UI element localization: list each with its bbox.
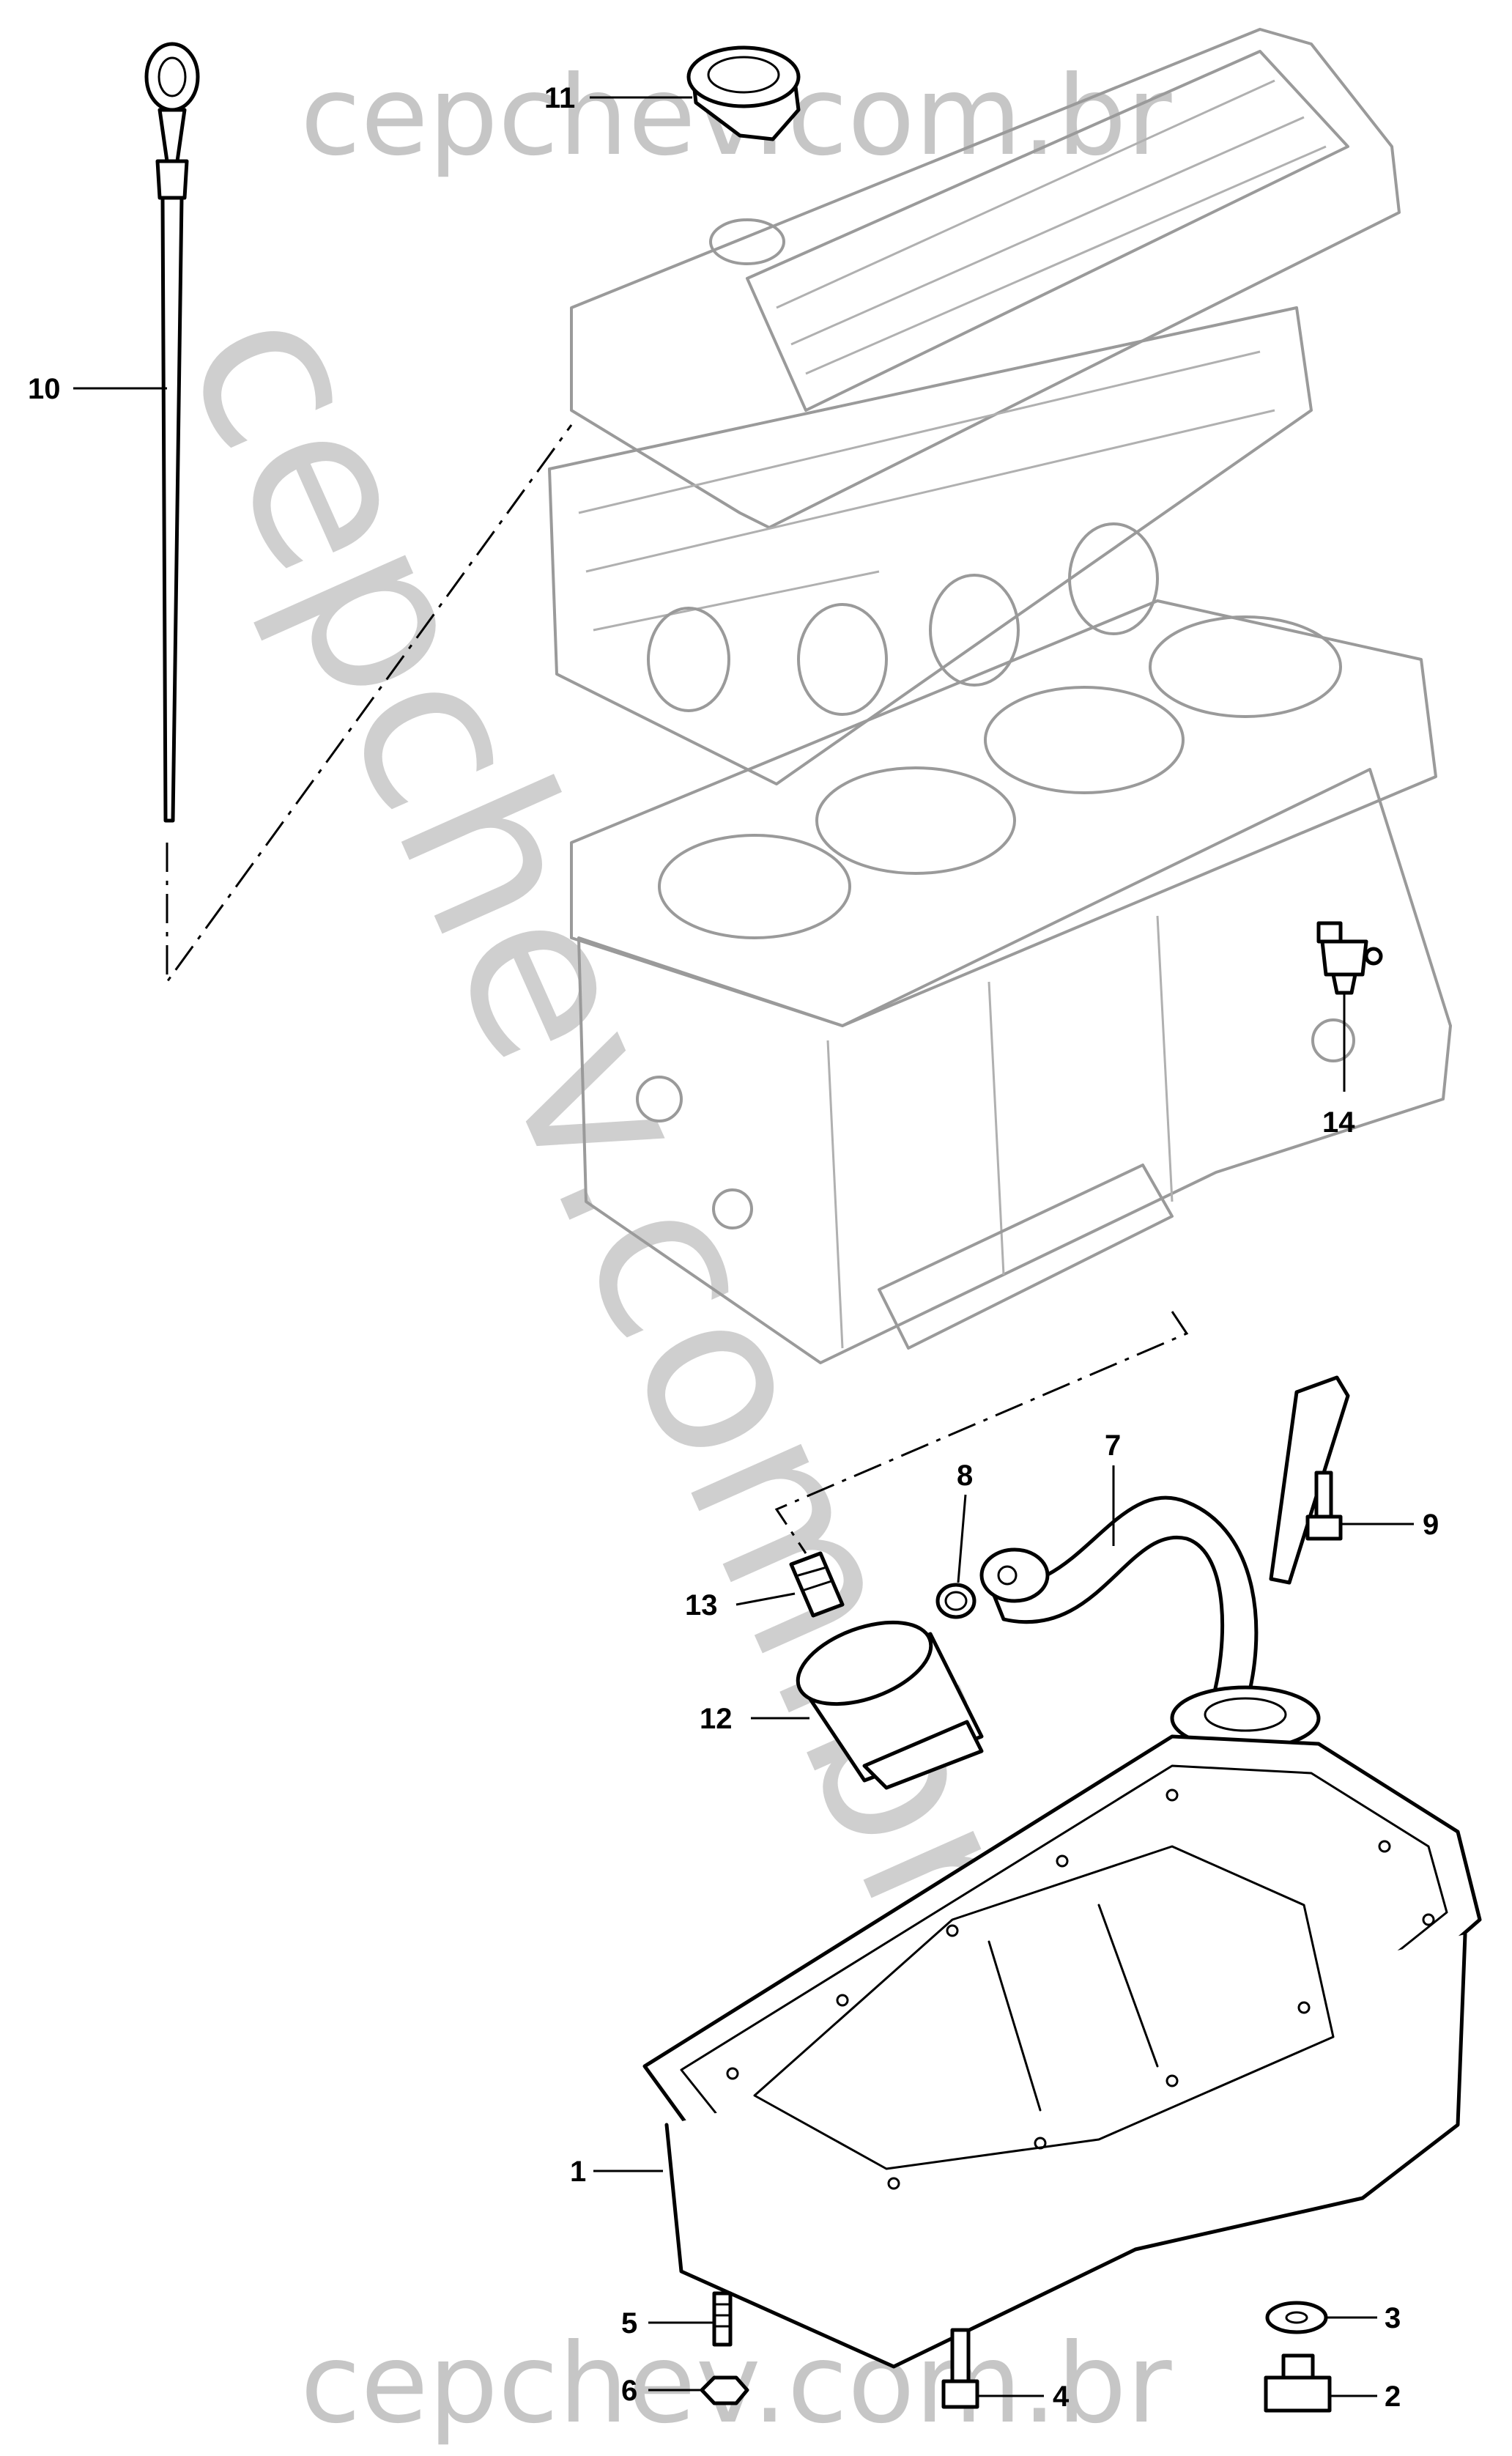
callout-7: 7	[1105, 1429, 1121, 1546]
callout-14: 14	[1322, 993, 1355, 1139]
callout-9: 9	[1341, 1509, 1439, 1541]
oil-pan[interactable]	[642, 1734, 1482, 2369]
callout-8-label: 8	[957, 1460, 973, 1492]
dipstick[interactable]	[144, 42, 200, 823]
callout-11: 11	[544, 82, 692, 114]
callout-4: 4	[977, 2381, 1070, 2413]
oil-filter[interactable]	[787, 1606, 984, 1790]
callout-11-label: 11	[544, 82, 575, 114]
callout-12-label: 12	[700, 1703, 733, 1735]
callout-10-label: 10	[28, 373, 61, 405]
oil-filter-union[interactable]	[789, 1551, 845, 1618]
engine-assembly	[548, 28, 1452, 1364]
callout-2: 2	[1330, 2381, 1401, 2413]
drain-plug-gasket[interactable]	[1265, 2301, 1328, 2334]
callout-7-label: 7	[1105, 1429, 1121, 1462]
callout-2-label: 2	[1385, 2381, 1401, 2413]
callout-10: 10	[28, 373, 167, 405]
strainer-gasket[interactable]	[935, 1583, 976, 1619]
callout-14-label: 14	[1322, 1106, 1355, 1139]
callout-9-label: 9	[1423, 1509, 1439, 1541]
oil-strainer[interactable]	[979, 1375, 1350, 1751]
callout-1-label: 1	[570, 2156, 586, 2188]
oil-pan-stud[interactable]	[712, 2291, 733, 2347]
drain-plug[interactable]	[1264, 2353, 1332, 2413]
callout-6: 6	[621, 2375, 702, 2407]
oil-pan-bolt[interactable]	[941, 2328, 979, 2409]
callout-13: 13	[685, 1589, 796, 1621]
callout-3-label: 3	[1385, 2302, 1401, 2334]
callout-13-label: 13	[685, 1589, 718, 1621]
callout-3: 3	[1326, 2302, 1401, 2334]
callout-12: 12	[700, 1703, 809, 1735]
oil-pressure-switch[interactable]	[1316, 921, 1383, 995]
callout-5-label: 5	[621, 2307, 637, 2340]
callout-4-label: 4	[1053, 2381, 1070, 2413]
callout-1: 1	[570, 2156, 663, 2188]
oil-pan-nut[interactable]	[700, 2375, 749, 2405]
callout-6-label: 6	[621, 2375, 637, 2407]
oil-filler-cap[interactable]	[686, 45, 801, 141]
callout-5: 5	[621, 2307, 714, 2340]
callout-8: 8	[957, 1460, 973, 1583]
strainer-bolt[interactable]	[1305, 1471, 1343, 1541]
